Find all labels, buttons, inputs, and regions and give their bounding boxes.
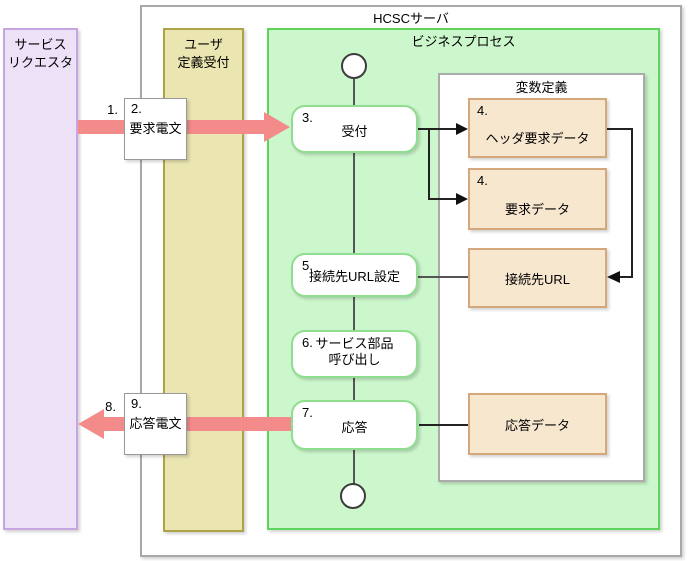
step-set-url-label: 接続先URL設定 <box>308 269 400 284</box>
connector-accept-to-header <box>418 128 458 130</box>
service-requester-label-line2: リクエスタ <box>7 55 73 70</box>
connector-accept-to-request <box>430 198 456 200</box>
start-node <box>341 53 367 79</box>
user-defined-reception-label-line2: 定義受付 <box>177 55 230 70</box>
step-call-service-box: 6. サービス部品 呼び出し <box>291 330 418 378</box>
step-accept-label: 受付 <box>341 124 368 139</box>
user-defined-reception-label: ユーザ 定義受付 <box>165 30 242 72</box>
service-requester-label: サービス リクエスタ <box>5 30 76 72</box>
var-connection-url-box: 接続先URL <box>468 248 607 308</box>
hcsc-server-title: HCSCサーバ <box>373 11 449 26</box>
step-call-service-number: 6. <box>302 335 313 350</box>
response-message-inside-number: 9. <box>131 396 142 411</box>
response-message-outside-number: 8. <box>105 399 116 414</box>
var-response-data-box: 応答データ <box>468 393 607 455</box>
var-request-data-label: 要求データ <box>504 201 570 217</box>
arrowhead-to-connection-url-icon <box>607 271 620 283</box>
connector-accept-branch-vertical <box>428 128 430 200</box>
response-message-arrowhead-icon <box>78 409 104 439</box>
business-process-title: ビジネスプロセス <box>411 34 516 49</box>
request-message-inside-number: 2. <box>131 101 142 116</box>
step-set-url-number: 5. <box>302 258 313 273</box>
var-header-request-data-number: 4. <box>477 103 488 118</box>
step-accept-number: 3. <box>302 110 313 125</box>
request-message-label: 要求電文 <box>129 121 182 136</box>
service-requester-label-line1: サービス <box>14 37 67 52</box>
step-call-service-label-line2: 呼び出し <box>328 352 381 367</box>
variable-definition-title: 変数定義 <box>515 80 568 95</box>
var-request-data-box: 4. 要求データ <box>468 168 607 230</box>
step-response-number: 7. <box>302 405 313 420</box>
step-call-service-label: サービス部品 呼び出し <box>293 332 416 368</box>
var-header-request-data-label: ヘッダ要求データ <box>485 130 590 146</box>
connector-header-loop-top <box>607 128 633 130</box>
response-message-label-box: 9. 応答電文 <box>124 393 187 455</box>
var-response-data-label: 応答データ <box>504 417 570 433</box>
connector-response-to-response-data <box>419 424 468 426</box>
end-node <box>340 483 366 509</box>
request-message-outside-number: 1. <box>107 102 118 117</box>
service-requester-box: サービス リクエスタ <box>3 28 78 530</box>
step-call-service-label-line1: サービス部品 <box>315 336 394 351</box>
user-defined-reception-label-line1: ユーザ <box>184 37 223 52</box>
arrowhead-to-header-request-data-icon <box>456 123 468 135</box>
var-request-data-number: 4. <box>477 173 488 188</box>
var-connection-url-label: 接続先URL <box>504 271 570 287</box>
arrowhead-to-request-data-icon <box>456 193 468 205</box>
var-header-request-data-box: 4. ヘッダ要求データ <box>468 98 607 158</box>
connector-seturl-to-url <box>417 276 468 278</box>
connector-header-loop-bottom <box>620 276 633 278</box>
step-set-url-box: 5. 接続先URL設定 <box>291 253 418 297</box>
step-response-label: 応答 <box>341 420 368 435</box>
request-message-arrowhead-icon <box>264 112 290 142</box>
step-accept-box: 3. 受付 <box>291 105 418 153</box>
request-message-label-box: 2. 要求電文 <box>124 98 187 160</box>
step-response-box: 7. 応答 <box>291 400 418 450</box>
response-message-label: 応答電文 <box>129 416 182 431</box>
connector-header-loop-vertical <box>631 128 633 278</box>
